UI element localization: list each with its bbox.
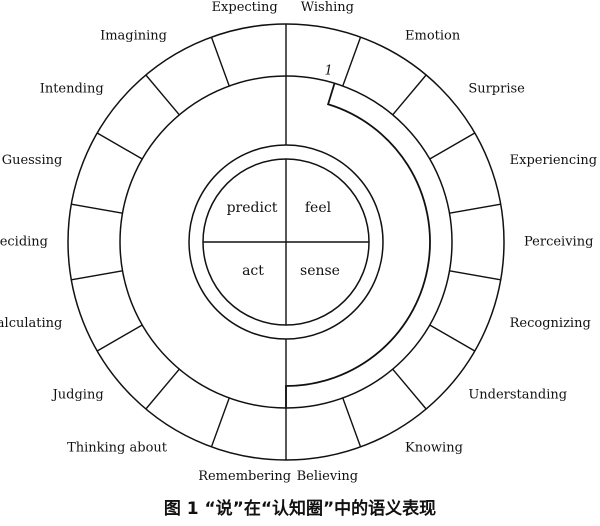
segment-divider bbox=[145, 74, 180, 116]
segment-divider bbox=[210, 36, 230, 87]
segment-divider bbox=[342, 36, 362, 87]
semantic-extent-bracket bbox=[285, 82, 431, 408]
outer-label-perceiving: Perceiving bbox=[524, 235, 593, 250]
core-label-feel: feel bbox=[305, 200, 332, 216]
core-quadrant-dividers bbox=[203, 159, 369, 325]
outer-label-guessing: Guessing bbox=[2, 153, 63, 168]
outer-label-calculating: Calculating bbox=[0, 316, 62, 331]
segment-divider bbox=[145, 368, 180, 410]
outer-label-remembering: Remembering bbox=[198, 469, 291, 484]
figure-caption: 图 1 “说”在“认知圈”中的语义表现 bbox=[163, 499, 437, 519]
segment-divider bbox=[342, 397, 362, 448]
segment-divider bbox=[71, 203, 123, 214]
segment-divider bbox=[429, 132, 476, 160]
outer-label-experiencing: Experiencing bbox=[510, 153, 597, 168]
outer-label-wishing: Wishing bbox=[301, 0, 354, 15]
outer-label-believing: Believing bbox=[297, 469, 358, 484]
segment-divider bbox=[210, 397, 230, 448]
outer-label-recognizing: Recognizing bbox=[510, 316, 591, 331]
outer-label-judging: Judging bbox=[51, 387, 104, 402]
outer-label-knowing: Knowing bbox=[405, 441, 463, 456]
segment-divider bbox=[96, 132, 143, 160]
outer-label-intending: Intending bbox=[40, 82, 104, 97]
segment-divider bbox=[96, 324, 143, 352]
segment-divider bbox=[392, 74, 427, 116]
cognition-wheel-diagram: 1 WishingEmotionSurpriseExperiencingPerc… bbox=[0, 0, 597, 484]
segment-divider bbox=[449, 270, 501, 281]
core-label-predict: predict bbox=[227, 200, 278, 216]
core-label-sense: sense bbox=[300, 263, 340, 279]
outer-label-imagining: Imagining bbox=[100, 28, 167, 43]
outer-label-emotion: Emotion bbox=[405, 28, 461, 43]
outer-labels: WishingEmotionSurpriseExperiencingPercei… bbox=[0, 0, 597, 484]
segment-divider bbox=[392, 368, 427, 410]
segment-divider bbox=[71, 270, 123, 281]
outer-label-understanding: Understanding bbox=[468, 387, 567, 402]
segment-divider bbox=[449, 203, 501, 214]
segment-dividers bbox=[71, 24, 501, 460]
outer-label-deciding: Deciding bbox=[0, 235, 48, 250]
bracket-marker-label: 1 bbox=[324, 64, 332, 79]
outer-label-expecting: Expecting bbox=[212, 0, 278, 15]
segment-divider bbox=[429, 324, 476, 352]
core-label-act: act bbox=[242, 263, 264, 279]
outer-label-thinking-about: Thinking about bbox=[67, 441, 168, 456]
outer-label-surprise: Surprise bbox=[468, 82, 525, 97]
